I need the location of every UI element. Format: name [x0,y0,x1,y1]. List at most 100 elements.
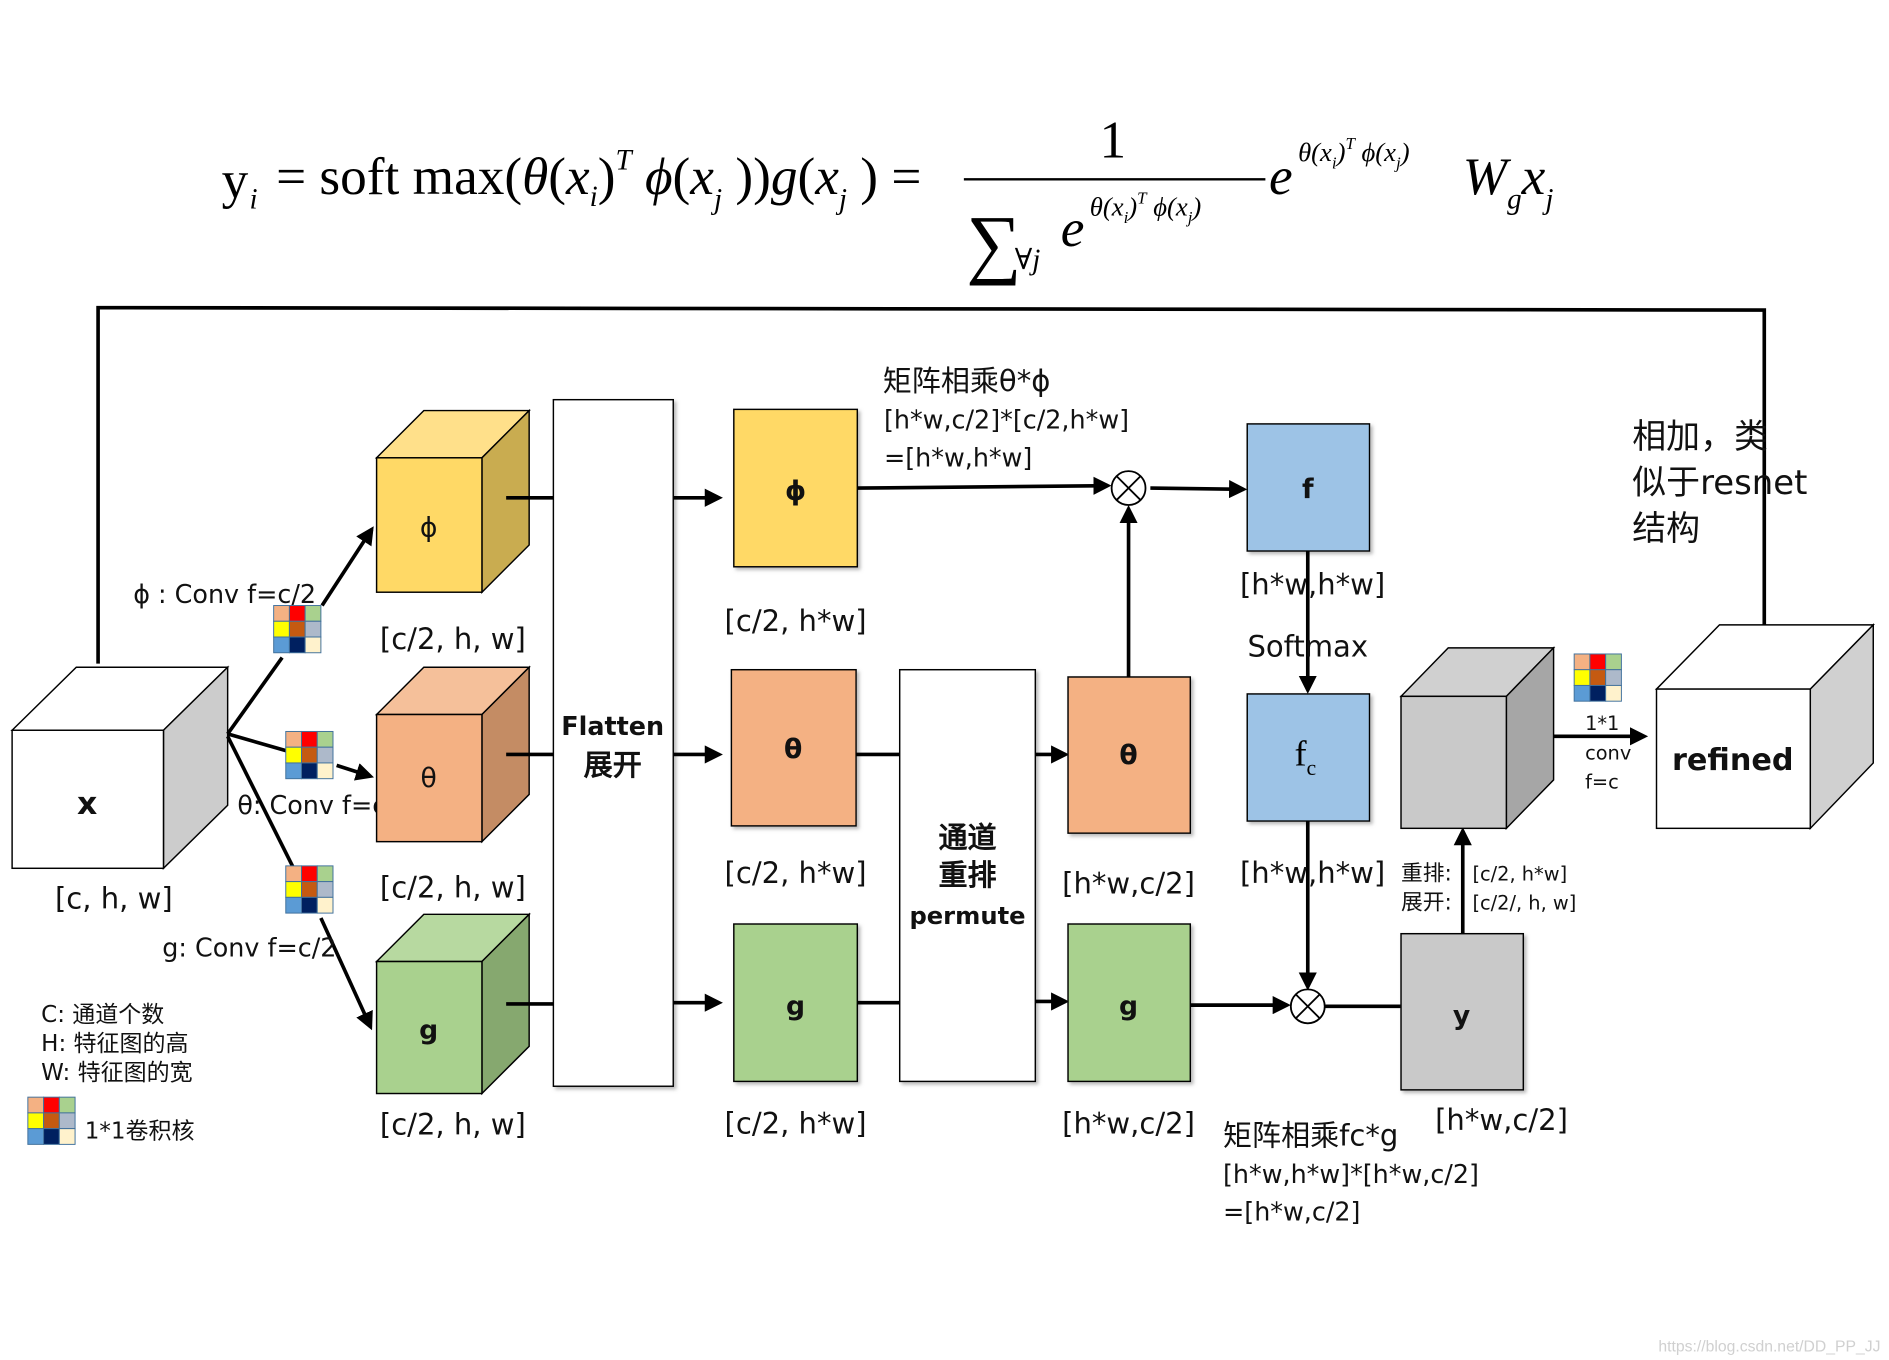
kernel-icon [1573,653,1622,702]
legend-c: C: 通道个数 [41,1002,164,1028]
y-shape: [h*w,c/2] [1435,1103,1568,1137]
kernel-cell [301,865,318,883]
g-branch-arrow [319,917,373,1031]
unflatten-label: 展开: [1401,890,1452,915]
matmul1-line3: =[h*w,h*w] [884,442,1032,472]
kernel-cell [43,1128,60,1145]
kernel-cell [316,730,334,748]
fc-shape: [h*w,h*w] [1240,856,1385,890]
g-flat-shape: [c/2, h*w] [725,1106,867,1140]
watermark: https://blog.csdn.net/DD_PP_JJ [1658,1338,1880,1355]
legend-kernel: 1*1卷积核 [85,1118,195,1144]
g-cube-label: g [419,1015,438,1046]
theta-perm-box: θ [1067,676,1192,834]
legend-h: H: 特征图的高 [41,1031,188,1057]
x-shape-label: [c, h, w] [55,881,173,915]
kernel-cell [43,1112,60,1130]
kernel-icon [27,1096,76,1145]
theta-flat-label: θ [784,734,802,765]
formula-wg: Wgxj [1463,147,1554,216]
unflatten-value: [c/2/, h, w] [1472,891,1576,914]
conv-out-line3: f=c [1585,770,1619,793]
g-perm-box: g [1067,923,1192,1083]
flatten-label: Flatten [561,711,664,741]
kernel-cell [285,881,302,898]
formula-y-sub: i [249,183,257,215]
kernel-cell [285,746,302,764]
residual-line3: 结构 [1632,509,1700,548]
legend: C: 通道个数 H: 特征图的高 W: 特征图的宽 1*1卷积核 [41,1002,194,1144]
kernel-icon [285,730,334,780]
f-label: f [1302,474,1314,505]
fc-box: fc [1246,693,1371,822]
kernel-cell [316,896,334,914]
matmul1-line2: [h*w,c/2]*[c/2,h*w] [884,405,1129,435]
kernel-cell [1605,653,1622,671]
permute-label: permute [909,902,1025,930]
kernel-cell [316,865,334,883]
kernel-cell [273,620,290,638]
matmul2-title: 矩阵相乘fc*g [1223,1119,1398,1153]
kernel-cell [288,636,306,654]
kernel-cell [1573,684,1591,702]
kernel-cell [27,1096,45,1114]
g-branch-line [226,735,296,871]
y-cube [1399,646,1556,831]
matmul-to-f [1150,480,1248,499]
theta-branch-line [227,732,292,754]
reshape-label: 重排: [1401,861,1452,886]
matmul1-title: 矩阵相乘θ*ϕ [883,364,1051,398]
refined-cube: refined [1654,623,1875,831]
kernel-cell [301,762,318,780]
formula-softmax: = soft max(θ(xi)T ϕ(xj ))g(xj ) = [276,145,921,216]
g-cube-shape: [c/2, h, w] [380,1108,526,1142]
formula-numerator: 1 [1099,110,1126,169]
conv-out-line1: 1*1 [1585,712,1619,735]
fc-label: fc [1294,733,1316,780]
g-perm-label: g [1119,991,1138,1022]
g-flat-box: g [733,923,859,1083]
refined-label: refined [1672,743,1794,778]
residual-line1: 相加，类 [1632,417,1768,456]
kernel-cell [273,636,290,654]
matmul-icon [1289,988,1326,1025]
phi-branch-line [226,656,284,735]
kernel-cell [316,746,334,764]
g-perm-shape: [h*w,c/2] [1062,1106,1195,1140]
matmul-icon [1110,470,1147,506]
kernel-cell [285,865,302,883]
f-shape: [h*w,h*w] [1240,568,1385,602]
g-cube: g [374,912,531,1096]
kernel-cell [285,762,302,780]
kernel-cell [301,881,318,898]
phi-cube: ϕ [374,408,531,594]
reshape-value: [c/2, h*w] [1472,862,1567,885]
permute-block: 通道 重排 permute [898,668,1037,1083]
flatten-cn-label: 展开 [584,748,642,782]
g-conv-label: g: Conv f=c/2 [162,933,336,963]
kernel-cell [1573,669,1591,686]
kernel-cell [27,1128,45,1145]
theta-perm-label: θ [1119,740,1137,771]
kernel-cell [58,1128,76,1145]
theta-flat-box: θ [730,668,857,827]
theta-perm-shape: [h*w,c/2] [1062,867,1195,901]
residual-line2: 似于resnet [1632,463,1807,502]
formula-denom-exp: θ(xi)T ϕ(xj) [1090,189,1202,227]
flatten-block: Flatten 展开 [552,398,674,1087]
kernel-cell [304,636,322,654]
input-x-cube: x [10,665,230,871]
formula-y: y [222,150,249,209]
kernel-cell [1573,653,1591,671]
kernel-icon [285,865,334,914]
permute-cn-line2: 重排 [938,858,996,892]
phi-cube-shape: [c/2, h, w] [380,622,526,656]
kernel-cell [1589,653,1607,671]
kernel-cell [316,881,334,898]
kernel-cell [285,896,302,914]
theta-flat-shape: [c/2, h*w] [725,856,867,890]
y-label: y [1453,1001,1470,1032]
kernel-cell [1589,669,1607,686]
formula-sum-sub: ∀j [1015,244,1041,276]
